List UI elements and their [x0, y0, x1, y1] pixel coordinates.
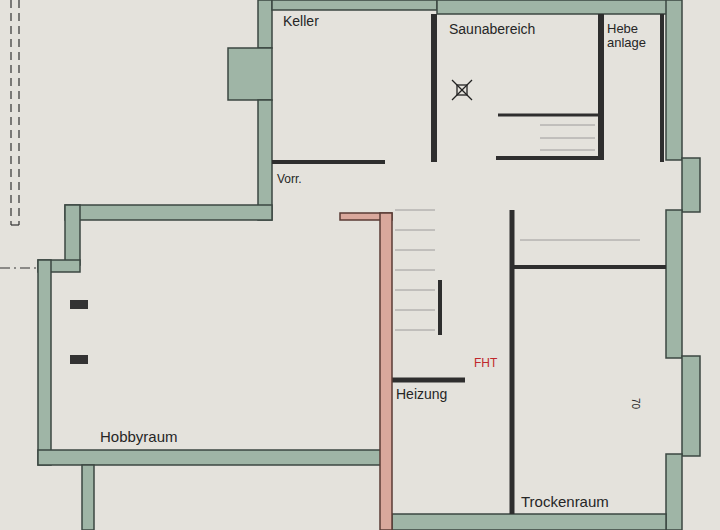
axis-lines [0, 0, 38, 268]
outer-walls [38, 0, 700, 530]
room-name: Hebe anlage [607, 22, 661, 51]
room-name: Vorr. [277, 173, 302, 186]
windows [70, 300, 88, 364]
room-name: Hobbyraum [100, 429, 178, 446]
interior-walls [272, 14, 666, 514]
equipment-mark: FHT [474, 357, 497, 370]
room-name: Saunabereich [449, 22, 535, 37]
room-name: Heizung [396, 387, 447, 402]
dimension: 70 [630, 398, 641, 409]
room-name: Keller [283, 14, 319, 29]
brick-wall [340, 213, 392, 530]
room-name: Trockenraum [521, 494, 609, 511]
stairs [395, 125, 640, 330]
sauna-heater-symbol [452, 80, 472, 100]
